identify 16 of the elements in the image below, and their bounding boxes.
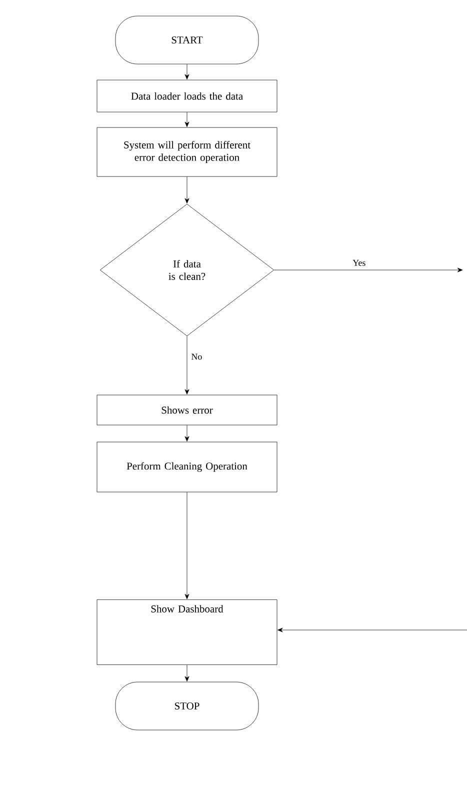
arrow (274, 268, 463, 272)
arrow (184, 336, 190, 394)
arrow (184, 64, 190, 80)
arrow (278, 628, 467, 632)
arrow (184, 112, 190, 127)
edge-label: Yes (352, 258, 367, 267)
process-box: Show Dashboard (96, 600, 278, 665)
arrow (184, 664, 190, 682)
process-box: Perform Cleaning Operation (96, 442, 278, 492)
arrow (184, 176, 190, 204)
process-box: System will perform different error detection operation (96, 127, 278, 177)
edge-label: No (190, 352, 204, 361)
arrow (184, 492, 190, 600)
arrow (184, 425, 190, 442)
process-box: Shows error (96, 394, 278, 426)
process-box: Data loader loads the data (96, 80, 278, 112)
